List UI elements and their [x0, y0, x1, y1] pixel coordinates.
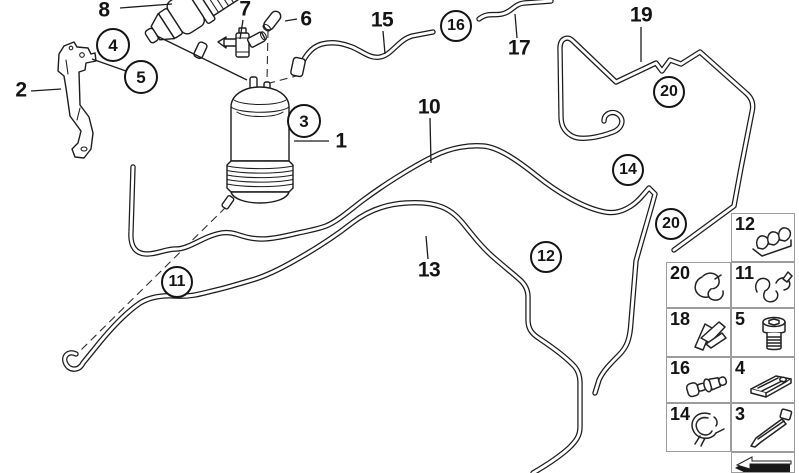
- callout-3: 3: [287, 104, 321, 138]
- mounting-bracket-drawing: [57, 41, 97, 159]
- legend-cell-arrow: [731, 452, 795, 473]
- legend-number: 4: [735, 358, 746, 378]
- callout-6: 6: [300, 7, 312, 31]
- callout-20-lower: 20: [655, 208, 687, 240]
- callout-14: 14: [612, 154, 644, 186]
- legend-cell-3: 3: [731, 403, 795, 452]
- legend-cell-20: 20: [666, 262, 731, 308]
- line-connector-icon: [684, 360, 730, 402]
- retaining-clip-icon: [748, 366, 794, 402]
- legend-cell-16: 16: [666, 357, 731, 403]
- pressure-regulator-drawing: [144, 0, 247, 44]
- double-hook-clip-icon: [750, 267, 794, 307]
- multi-tube-clip-icon: [750, 221, 794, 261]
- callout-1: 1: [335, 129, 347, 153]
- regulator-outlet-stub: [193, 41, 208, 60]
- callout-11: 11: [161, 266, 193, 298]
- callout-15: 15: [370, 8, 394, 32]
- legend-cell-18: 18: [666, 308, 731, 357]
- legend-number: 5: [735, 309, 746, 329]
- vent-valve-drawing: [217, 27, 267, 58]
- legend-number: 20: [670, 263, 691, 283]
- hose-clamp-icon: [686, 409, 730, 451]
- fuel-feed-line-upper: [131, 146, 655, 393]
- callout-20-upper: 20: [653, 76, 685, 108]
- dashed-leader-lines: [80, 29, 301, 351]
- callout-16: 16: [440, 10, 472, 42]
- callout-12: 12: [530, 241, 562, 273]
- callout-19: 19: [629, 3, 653, 27]
- callout-7: 7: [239, 0, 251, 21]
- legend-number: 12: [735, 214, 756, 234]
- legend-cell-11: 11: [731, 262, 795, 308]
- direction-arrow-icon: [733, 455, 793, 472]
- fuel-feed-line-lower: [65, 203, 580, 473]
- legend-cell-14: 14: [666, 403, 731, 452]
- callout-17: 17: [507, 36, 531, 60]
- legend-cell-5: 5: [731, 308, 795, 357]
- vent-hose: [290, 32, 433, 78]
- callout-4: 4: [96, 28, 130, 62]
- callout-13: 13: [417, 258, 441, 282]
- fuel-filter-drawing: [221, 76, 294, 210]
- legend-number: 3: [735, 404, 746, 424]
- callout-2: 2: [15, 78, 27, 102]
- socket-bolt-icon: [754, 314, 794, 356]
- callout-leader-lines: [30, 3, 642, 260]
- hose-clip-icon: [690, 267, 730, 307]
- callout-5: 5: [124, 60, 158, 94]
- legend-cell-12: 12: [731, 213, 795, 262]
- legend-number: 11: [735, 263, 755, 283]
- callout-10: 10: [417, 95, 441, 119]
- protective-cap-drawing: [262, 10, 282, 32]
- cable-tie-icon: [748, 407, 794, 451]
- spring-clip-icon: [688, 316, 730, 356]
- legend-number: 18: [670, 309, 691, 329]
- legend-number: 16: [670, 358, 691, 378]
- legend-number: 14: [670, 404, 691, 424]
- legend-cell-4: 4: [731, 357, 795, 403]
- callout-8: 8: [98, 0, 110, 22]
